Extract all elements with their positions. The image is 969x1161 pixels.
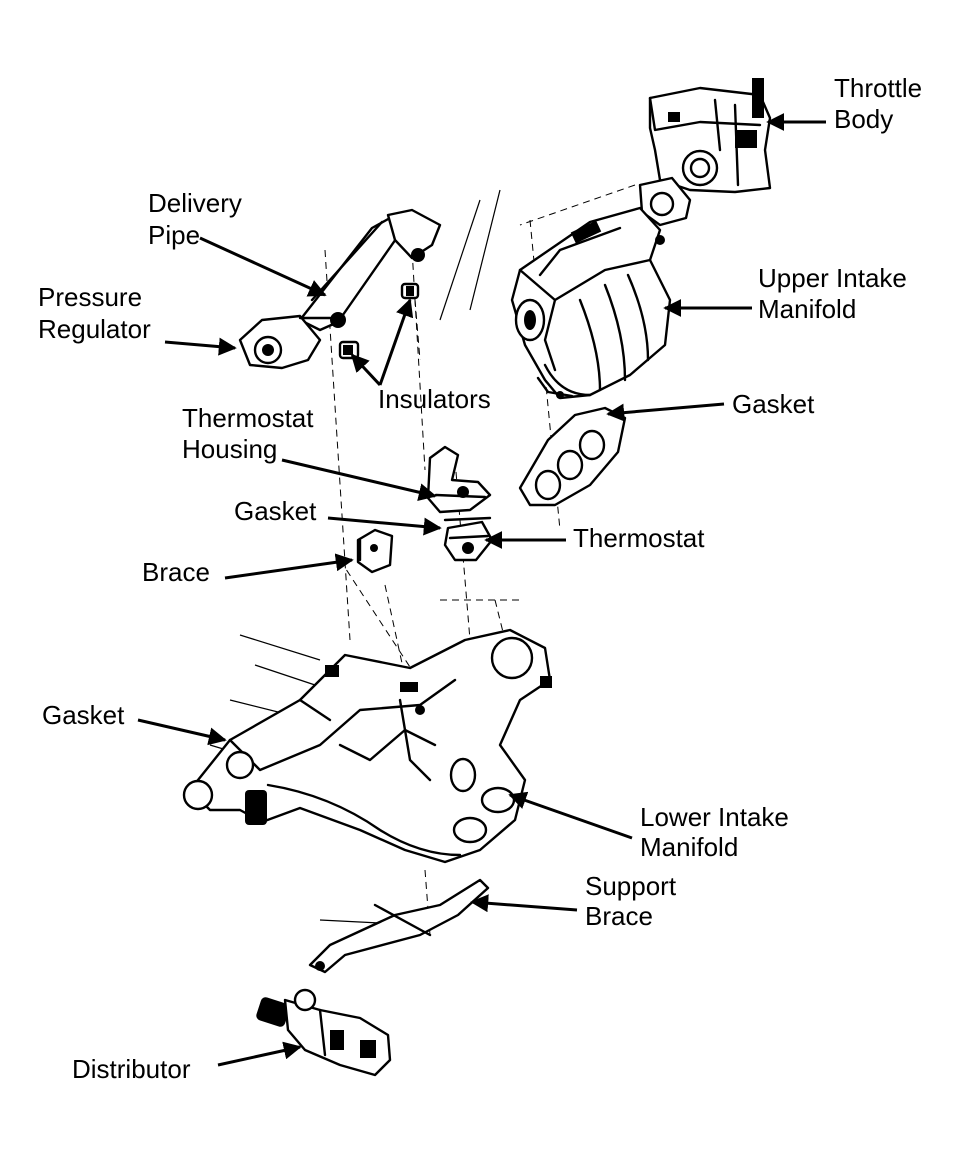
gasket-thermostat-label: Gasket bbox=[234, 496, 317, 526]
gasket-lower-leader bbox=[137, 718, 227, 746]
thermostat-housing-label-line2: Housing bbox=[182, 434, 277, 464]
distributor-part bbox=[256, 988, 392, 1077]
thermostat-housing-leader bbox=[281, 458, 437, 502]
lower-intake-manifold-leader bbox=[508, 791, 633, 840]
upper-gasket-part bbox=[518, 406, 627, 507]
labels: Throttle Body Delivery Pipe Pressure Reg… bbox=[38, 73, 922, 1084]
lower-intake-manifold-part bbox=[182, 628, 552, 864]
delivery-pipe-label-line2: Pipe bbox=[148, 220, 200, 250]
thermostat-housing-label-line1: Thermostat bbox=[182, 403, 314, 433]
gasket-lower-label: Gasket bbox=[42, 700, 125, 730]
distributor-leader bbox=[217, 1041, 302, 1067]
thermostat-housing-part bbox=[426, 445, 492, 514]
upper-intake-manifold-part bbox=[510, 206, 672, 400]
pressure-regulator-label-line1: Pressure bbox=[38, 282, 142, 312]
throttle-body-label-line1: Throttle bbox=[834, 73, 922, 103]
support-brace-part bbox=[308, 878, 490, 974]
insulators-leader-lower bbox=[350, 353, 382, 387]
support-brace-label-line1: Support bbox=[585, 871, 677, 901]
upper-intake-manifold-label-line1: Upper Intake bbox=[758, 263, 907, 293]
thermostat-part bbox=[443, 516, 494, 562]
distributor-label: Distributor bbox=[72, 1054, 191, 1084]
support-brace-label-line2: Brace bbox=[585, 901, 653, 931]
upper-intake-manifold-label-line2: Manifold bbox=[758, 294, 856, 324]
delivery-pipe-part bbox=[298, 208, 442, 332]
brace-part bbox=[356, 528, 394, 574]
thermostat-label: Thermostat bbox=[573, 523, 705, 553]
insulators-part bbox=[338, 282, 420, 360]
throttle-body-part bbox=[638, 78, 772, 227]
pressure-regulator-leader bbox=[164, 337, 237, 356]
brace-label: Brace bbox=[142, 557, 210, 587]
delivery-pipe-label-line1: Delivery bbox=[148, 188, 242, 218]
insulators-leader-upper bbox=[378, 298, 414, 386]
gasket-thermostat-leader bbox=[327, 516, 442, 536]
throttle-body-label-line2: Body bbox=[834, 104, 893, 134]
lower-intake-manifold-label-line2: Manifold bbox=[640, 832, 738, 862]
insulators-label: Insulators bbox=[378, 384, 491, 414]
pressure-regulator-label-line2: Regulator bbox=[38, 314, 151, 344]
gasket-upper-label: Gasket bbox=[732, 389, 815, 419]
delivery-pipe-leader bbox=[199, 236, 327, 297]
gasket-upper-leader bbox=[606, 402, 725, 422]
leader-lines bbox=[137, 113, 826, 1067]
brace-leader bbox=[224, 553, 354, 580]
lower-intake-manifold-label-line1: Lower Intake bbox=[640, 802, 789, 832]
pressure-regulator-part bbox=[238, 314, 332, 370]
support-brace-leader bbox=[470, 894, 578, 913]
